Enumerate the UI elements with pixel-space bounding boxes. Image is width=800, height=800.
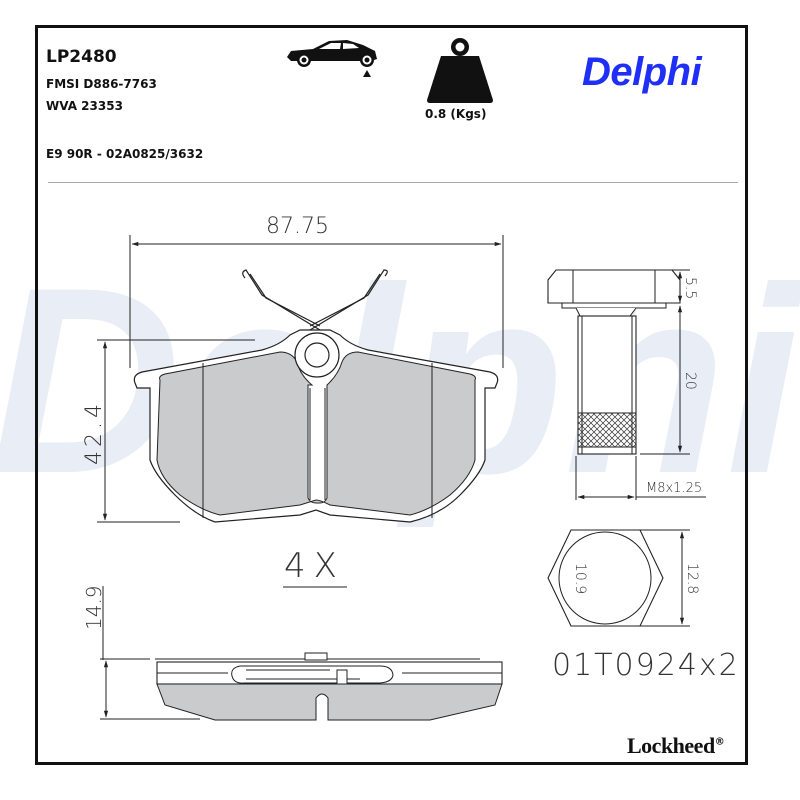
part-number: LP2480 [46,47,117,67]
delphi-logo: Delphi [582,50,702,94]
dim-pad-thickness: 14.9 [82,585,106,630]
drawing-frame [35,25,748,765]
dim-bolt-thread: M8x1.25 [646,481,703,496]
ece-approval: E9 90R - 02A0825/3632 [46,147,204,161]
bolt-part-reference: 01T0924x2 [552,648,740,683]
dim-pad-height: 42.4 [82,400,107,465]
dim-quantity: 4X [284,546,345,586]
fmsi-code: FMSI D886-7763 [46,77,157,91]
weight-icon [427,38,493,103]
weight-value: 0.8 (Kgs) [425,107,487,121]
dim-bolt-across-corners: 12.8 [684,563,700,595]
dim-bolt-across-flats: 10.9 [572,563,588,595]
wva-code: WVA 23353 [46,99,123,113]
lockheed-text: Lockheed [627,733,715,758]
dim-pad-width: 87.75 [266,214,329,239]
dim-bolt-shank-length: 20 [682,372,698,390]
header-divider [48,182,738,183]
lockheed-logo: Lockheed® [627,733,725,759]
registered-mark: ® [714,736,725,748]
dim-bolt-head-height: 5.5 [682,277,698,300]
rear-axle-car-icon [287,40,377,77]
